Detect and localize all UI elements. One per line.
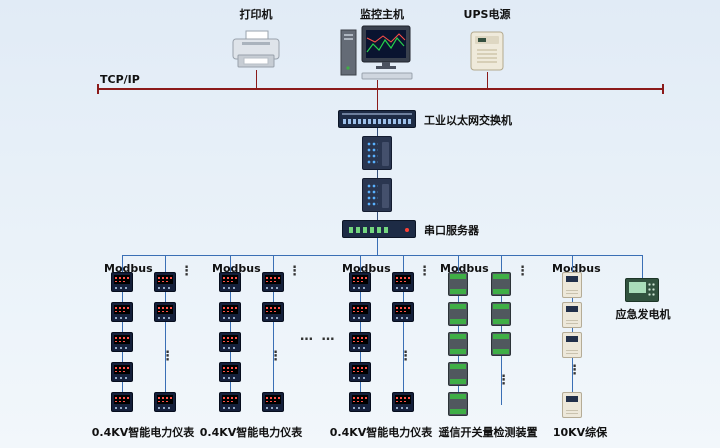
- power-meter-icon: [111, 302, 133, 322]
- more-columns-ellipsis: ⋮: [418, 264, 431, 279]
- io-module-icon: [491, 302, 511, 326]
- power-meter-icon: [111, 392, 133, 412]
- power-meter-icon: [392, 392, 414, 412]
- more-branches-ellipsis: … …: [300, 329, 337, 344]
- media-converter-icon: [362, 178, 392, 212]
- modbus-branch-2: Modbus ⋮ ⋮: [208, 255, 304, 420]
- modbus-branch-4: Modbus ⋮ ⋮: [436, 255, 532, 420]
- branch-caption: 0.4KV智能电力仪表: [329, 426, 433, 439]
- modbus-label: Modbus: [552, 262, 601, 275]
- protection-relay-icon: [562, 332, 582, 358]
- io-module-icon: [448, 272, 468, 296]
- converter-to-converter-line: [377, 170, 378, 178]
- ethernet-switch-label: 工业以太网交换机: [424, 114, 512, 127]
- modbus-bus-line: [230, 255, 231, 405]
- fieldbus-line: [122, 255, 642, 256]
- branch-caption: 0.4KV智能电力仪表: [199, 426, 303, 439]
- modbus-bus-line: [501, 255, 502, 405]
- branch-caption: 0.4KV智能电力仪表: [91, 426, 195, 439]
- power-meter-icon: [349, 332, 371, 352]
- serial-to-fieldbus-line: [377, 238, 378, 255]
- ethernet-switch-icon: [338, 110, 416, 128]
- power-meter-icon: [349, 272, 371, 292]
- power-meter-icon: [219, 392, 241, 412]
- modbus-bus-line: [273, 255, 274, 405]
- power-meter-icon: [219, 332, 241, 352]
- media-converter-icon: [362, 136, 392, 170]
- more-columns-ellipsis: ⋮: [288, 264, 301, 279]
- power-meter-icon: [219, 272, 241, 292]
- more-columns-ellipsis: ⋮: [180, 264, 193, 279]
- modbus-label: Modbus: [342, 262, 391, 275]
- modbus-bus-line: [403, 255, 404, 405]
- io-module-icon: [448, 392, 468, 416]
- power-meter-icon: [392, 302, 414, 322]
- power-meter-icon: [154, 302, 176, 322]
- more-devices-ellipsis: ⋮: [161, 349, 174, 364]
- io-module-icon: [491, 332, 511, 356]
- protection-relay-icon: [562, 302, 582, 328]
- generator-drop-line: [642, 255, 643, 278]
- power-meter-icon: [111, 272, 133, 292]
- io-module-icon: [491, 272, 511, 296]
- power-meter-icon: [154, 392, 176, 412]
- more-devices-ellipsis: ⋮: [497, 373, 510, 388]
- modbus-label: Modbus: [440, 262, 489, 275]
- more-devices-ellipsis: ⋮: [399, 349, 412, 364]
- ups-label: UPS电源: [463, 8, 511, 21]
- printer-label: 打印机: [239, 8, 273, 21]
- more-devices-ellipsis: ⋮: [269, 349, 282, 364]
- tcpip-bus-line: [98, 88, 664, 90]
- modbus-branch-5: Modbus ⋮: [548, 255, 618, 420]
- monitor-host-label: 监控主机: [360, 8, 404, 21]
- tcpip-bus-left-cap: [97, 84, 99, 94]
- serial-server-icon: [342, 220, 416, 238]
- io-module-icon: [448, 332, 468, 356]
- modbus-bus-line: [360, 255, 361, 405]
- power-meter-icon: [349, 392, 371, 412]
- modbus-bus-line: [122, 255, 123, 405]
- serial-server-label: 串口服务器: [424, 224, 479, 237]
- protection-relay-icon: [562, 392, 582, 418]
- more-devices-ellipsis: ⋮: [568, 362, 581, 378]
- protection-relay-icon: [562, 272, 582, 298]
- generator-controller-icon: [625, 278, 659, 302]
- modbus-bus-line: [458, 255, 459, 405]
- ups-drop-line: [487, 72, 488, 89]
- io-module-icon: [448, 302, 468, 326]
- backbone-to-switch-line: [377, 90, 378, 110]
- modbus-label: Modbus: [104, 262, 153, 275]
- modbus-branch-3: Modbus ⋮ ⋮: [338, 255, 434, 420]
- io-module-icon: [448, 362, 468, 386]
- power-meter-icon: [219, 362, 241, 382]
- switch-to-converter-line: [377, 128, 378, 136]
- power-meter-icon: [262, 272, 284, 292]
- branch-caption: 遥信开关量检测装置: [438, 426, 538, 439]
- power-meter-icon: [111, 362, 133, 382]
- monitor-host-drop-line: [377, 80, 378, 89]
- power-meter-icon: [349, 362, 371, 382]
- power-meter-icon: [111, 332, 133, 352]
- modbus-label: Modbus: [212, 262, 261, 275]
- power-meter-icon: [262, 302, 284, 322]
- power-meter-icon: [392, 272, 414, 292]
- ups-icon: [470, 30, 504, 76]
- modbus-bus-line: [572, 255, 573, 405]
- power-meter-icon: [262, 392, 284, 412]
- generator-label: 应急发电机: [615, 308, 671, 321]
- monitor-host-icon: [340, 24, 414, 84]
- tcpip-label: TCP/IP: [100, 73, 140, 86]
- printer-icon: [230, 30, 282, 74]
- converter-to-serial-line: [377, 212, 378, 220]
- branch-caption: 10KV综保: [552, 426, 608, 439]
- tcpip-bus-right-cap: [662, 84, 664, 94]
- power-meter-icon: [349, 302, 371, 322]
- printer-drop-line: [256, 70, 257, 89]
- power-meter-icon: [219, 302, 241, 322]
- modbus-bus-line: [165, 255, 166, 405]
- modbus-branch-1: Modbus ⋮ ⋮: [100, 255, 196, 420]
- more-columns-ellipsis: ⋮: [516, 264, 529, 279]
- power-meter-icon: [154, 272, 176, 292]
